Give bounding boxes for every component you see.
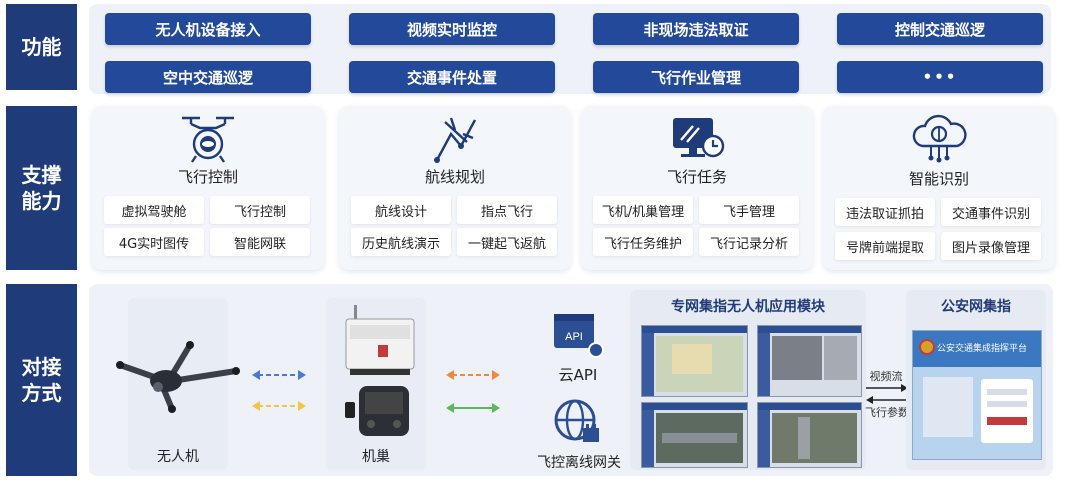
police-emblem-icon (919, 339, 935, 355)
row-label-support: 支撑能力 (6, 106, 77, 270)
police-screen-title: 公安交通集成指挥平台 (937, 344, 1028, 354)
module-title: 专网集指无人机应用模块 (671, 299, 825, 315)
link-arrow-orange (446, 370, 500, 380)
function-button-4[interactable]: 控制交通巡逻 (837, 13, 1043, 45)
link-arrow-yellow (252, 401, 306, 411)
row-label-access: 对接方式 (6, 284, 77, 476)
row-label-support-text: 支撑能力 (21, 163, 62, 213)
capability-card-smart-recognition: 智能识别 违法取证抓拍 交通事件识别 号牌前端提取 图片录像管理 (823, 106, 1055, 270)
drone-icon (182, 116, 234, 163)
capability-item: 交通事件识别 (941, 198, 1041, 226)
capability-card-flight-control: 飞行控制 虚拟驾驶舱 飞行控制 4G实时图传 智能网联 (92, 106, 324, 270)
video-stream-label: 视频流 (869, 370, 903, 383)
flight-params-label: 飞行参数 (865, 406, 909, 419)
module-screenshot-4 (757, 402, 862, 468)
capability-card-route-planning: 航线规划 航线设计 指点飞行 历史航线演示 一键起飞返航 (339, 106, 571, 270)
capability-item: 飞手管理 (699, 196, 799, 224)
capability-title: 智能识别 (908, 170, 969, 188)
function-button-6[interactable]: 交通事件处置 (349, 61, 555, 93)
capability-item: 号牌前端提取 (835, 232, 935, 260)
drone-label: 无人机 (157, 449, 199, 465)
capability-item: 一键起飞返航 (457, 228, 557, 256)
nest-label: 机巢 (362, 449, 390, 465)
capability-title: 飞行控制 (177, 168, 238, 186)
capability-item: 飞行控制 (210, 196, 310, 224)
capability-item: 智能网联 (210, 228, 310, 256)
cloud-api-icon: API (554, 314, 604, 358)
capability-title: 航线规划 (424, 168, 485, 186)
route-plan-icon (434, 117, 477, 163)
capability-item: 违法取证抓拍 (835, 198, 935, 226)
capability-item: 飞行记录分析 (699, 228, 799, 256)
nest-image (345, 305, 415, 375)
capability-title: 飞行任务 (666, 168, 727, 186)
police-title: 公安网集指 (941, 299, 1011, 315)
controller-image (345, 386, 409, 436)
drone-image (116, 341, 240, 413)
row-label-access-text: 对接方式 (21, 355, 62, 405)
police-screenshot: 公安交通集成指挥平台 (912, 330, 1042, 460)
capability-item: 历史航线演示 (351, 228, 451, 256)
capability-item: 指点飞行 (457, 196, 557, 224)
function-button-1[interactable]: 无人机设备接入 (105, 13, 311, 45)
globe-gateway-icon (554, 399, 599, 442)
capability-item: 航线设计 (351, 196, 451, 224)
function-button-7[interactable]: 飞行作业管理 (593, 61, 799, 93)
function-button-more[interactable]: ••• (837, 61, 1043, 93)
capability-item: 飞机/机巢管理 (593, 196, 693, 224)
function-button-5[interactable]: 空中交通巡逻 (105, 61, 311, 93)
capability-item: 虚拟驾驶舱 (104, 196, 204, 224)
link-arrow-blue (252, 370, 306, 380)
monitor-clock-icon (673, 118, 725, 158)
row-label-functions: 功能 (6, 4, 77, 90)
cloud-api-icon-text: API (565, 331, 583, 343)
module-screenshot-1 (641, 325, 748, 397)
function-button-3[interactable]: 非现场违法取证 (593, 13, 799, 45)
capability-card-flight-task: 飞行任务 飞机/机巢管理 飞手管理 飞行任务维护 飞行记录分析 (581, 106, 813, 270)
link-arrow-right (866, 384, 908, 392)
cloud-api-label: 云API (558, 366, 598, 384)
module-screenshot-3 (641, 402, 748, 468)
capability-item: 4G实时图传 (104, 228, 204, 256)
capability-item: 飞行任务维护 (593, 228, 693, 256)
ai-brain-cloud-icon (912, 114, 967, 163)
gateway-label: 飞控离线网关 (537, 455, 621, 471)
module-screenshot-2 (757, 325, 862, 397)
link-arrow-green (446, 403, 500, 413)
capability-item: 图片录像管理 (941, 232, 1041, 260)
link-arrow-left (866, 396, 908, 404)
function-button-2[interactable]: 视频实时监控 (349, 13, 555, 45)
